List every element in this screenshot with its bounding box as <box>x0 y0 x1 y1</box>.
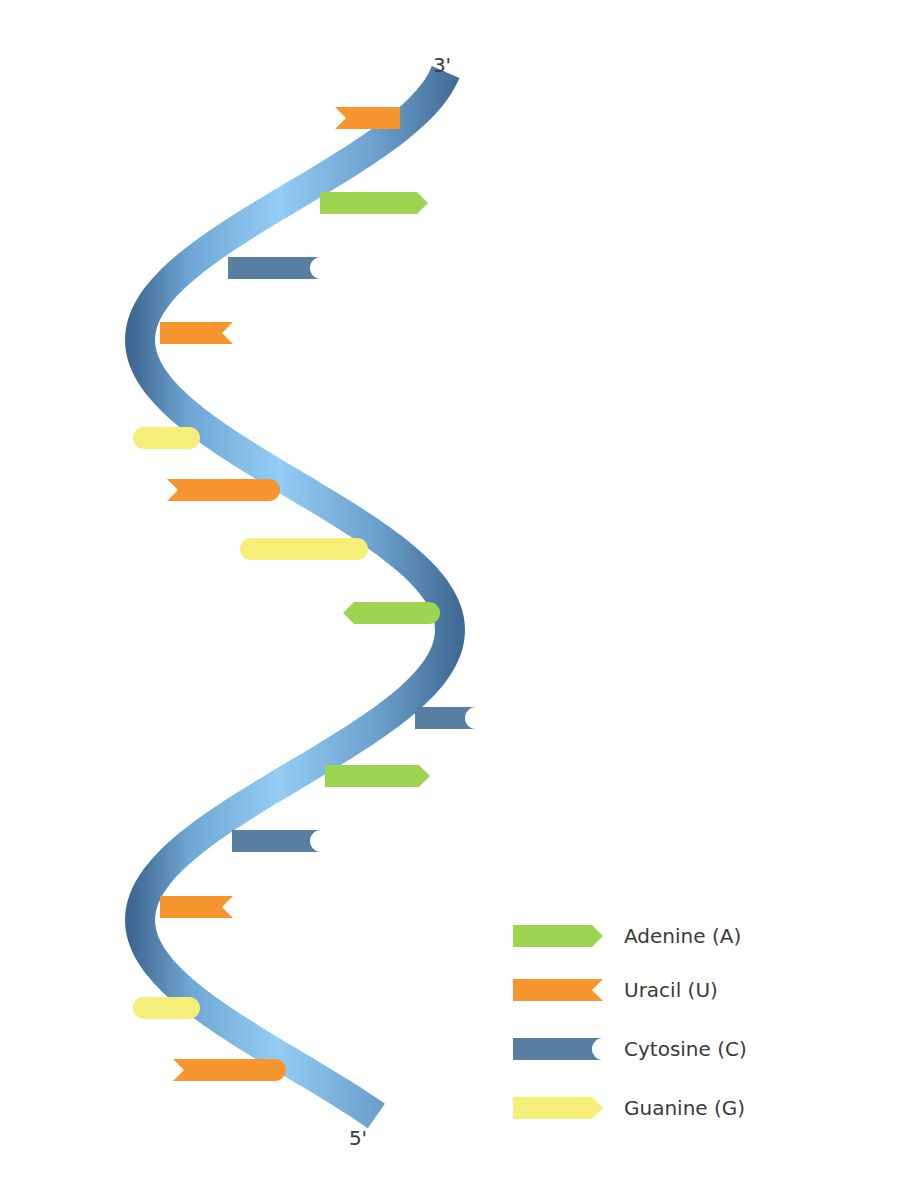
legend-swatch <box>513 1097 603 1119</box>
legend-label: Uracil (U) <box>624 978 718 1002</box>
nucleobase-flag <box>232 830 321 852</box>
legend-label: Adenine (A) <box>624 924 741 948</box>
legend-label: Cytosine (C) <box>624 1037 747 1061</box>
nucleobase-flag <box>320 192 428 214</box>
nucleobase-flag <box>335 107 400 129</box>
nucleobase-flag <box>160 896 233 918</box>
nucleobase-flag <box>415 707 476 729</box>
nucleobase-flag <box>160 322 233 344</box>
nucleobase-flag <box>167 479 280 501</box>
backbone-ribbon <box>140 72 450 1116</box>
nucleobase-flag <box>240 538 368 560</box>
rna-backbone <box>140 72 450 1116</box>
nucleobase-flag <box>343 602 440 624</box>
legend-swatch <box>513 1038 603 1060</box>
legend-swatches <box>513 925 603 1119</box>
nucleobase-flag <box>133 997 200 1019</box>
legend-swatch <box>513 979 603 1001</box>
nucleobase-flag <box>228 257 321 279</box>
strand-end-label: 3' <box>433 53 451 77</box>
nucleobase-flag <box>173 1059 286 1081</box>
strand-end-label: 5' <box>349 1126 367 1150</box>
legend-swatch <box>513 925 603 947</box>
nucleobase-flag <box>325 765 430 787</box>
base-flags <box>133 107 476 1081</box>
legend-label: Guanine (G) <box>624 1096 745 1120</box>
nucleobase-flag <box>133 427 200 449</box>
